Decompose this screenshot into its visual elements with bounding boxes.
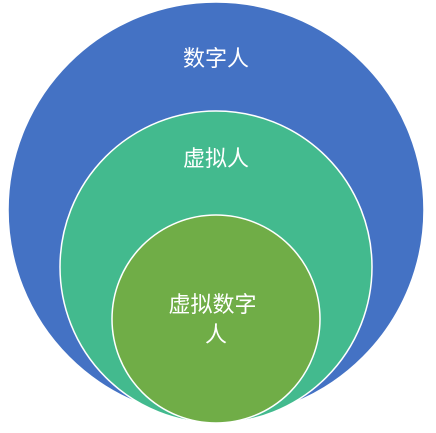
outer-circle-label: 数字人	[183, 47, 249, 72]
middle-circle-label-line-1: 虚拟人	[183, 147, 249, 172]
middle-circle-label: 虚拟人	[183, 147, 249, 172]
inner-circle-label: 虚拟数字 人	[168, 293, 263, 348]
outer-circle-label-line-1: 数字人	[183, 47, 249, 72]
inner-circle-label-line-1: 虚拟数字	[168, 293, 256, 318]
inner-circle-virtual-digital-human	[111, 214, 321, 424]
inner-circle-label-line-2: 人	[205, 323, 227, 348]
